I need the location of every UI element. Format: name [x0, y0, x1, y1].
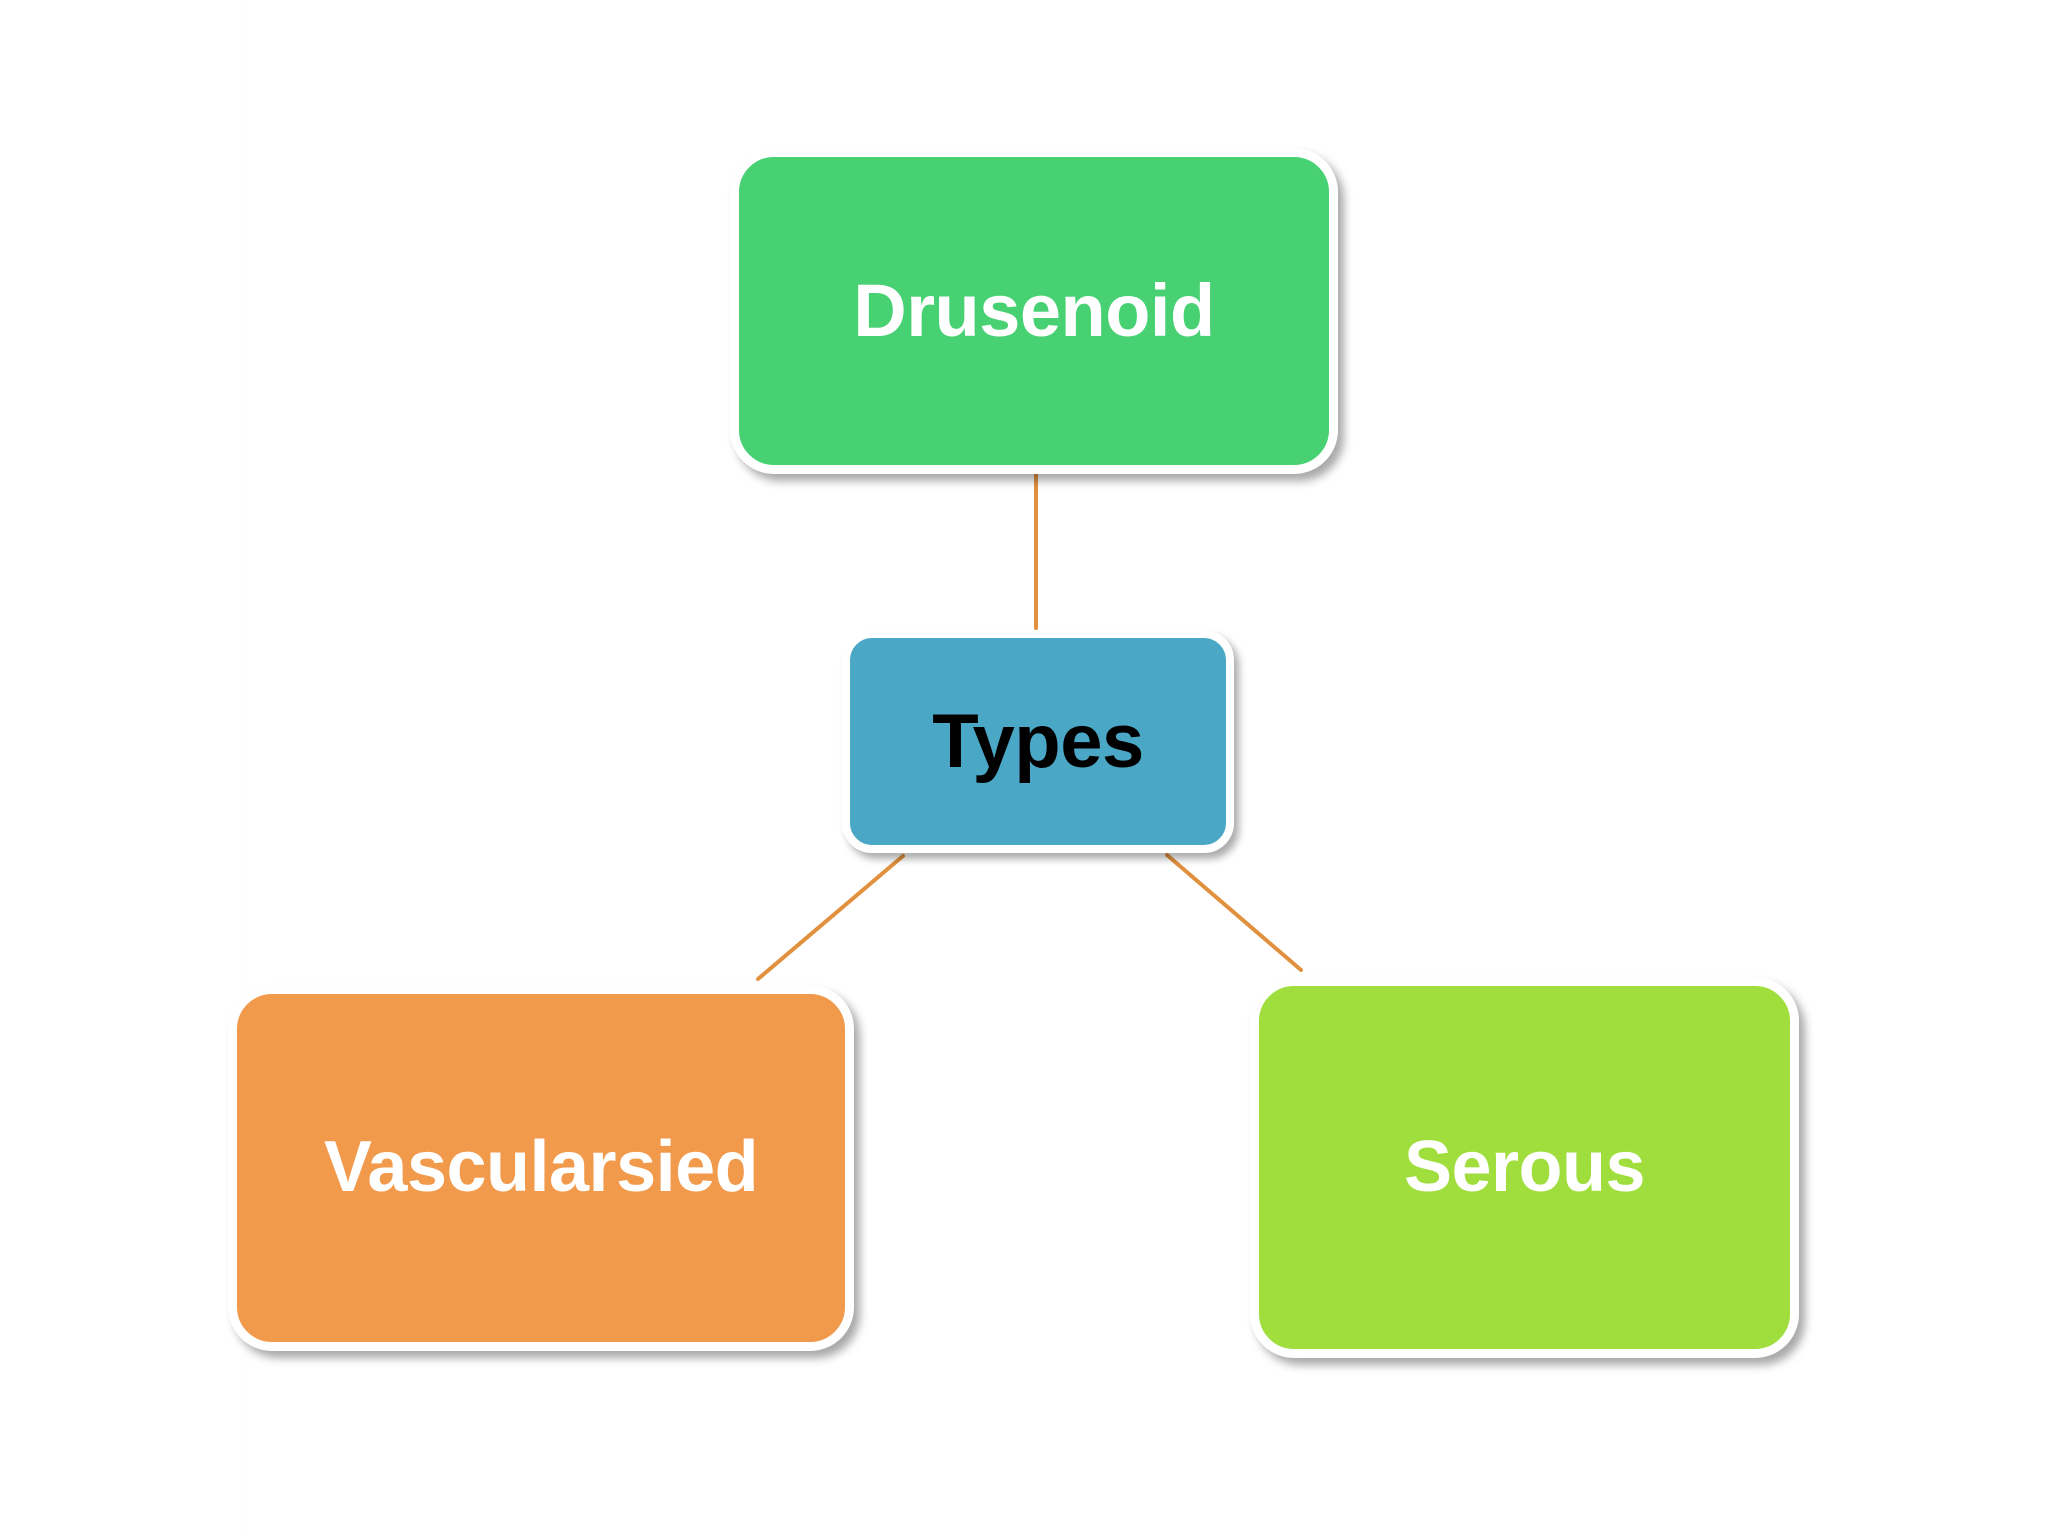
node-drusenoid-label: Drusenoid [853, 269, 1215, 353]
node-serous-label: Serous [1403, 1126, 1646, 1207]
node-vascularsied-label: Vascularsied [323, 1127, 759, 1208]
node-serous[interactable]: Serous [1250, 977, 1799, 1358]
connector-types-to-serous [1165, 853, 1303, 972]
node-drusenoid[interactable]: Drusenoid [730, 148, 1338, 474]
node-types[interactable]: Types [842, 630, 1234, 853]
node-vascularsied[interactable]: Vascularsied [228, 985, 854, 1351]
node-types-label: Types [932, 698, 1144, 784]
connector-types-to-vascularsied [756, 854, 905, 981]
